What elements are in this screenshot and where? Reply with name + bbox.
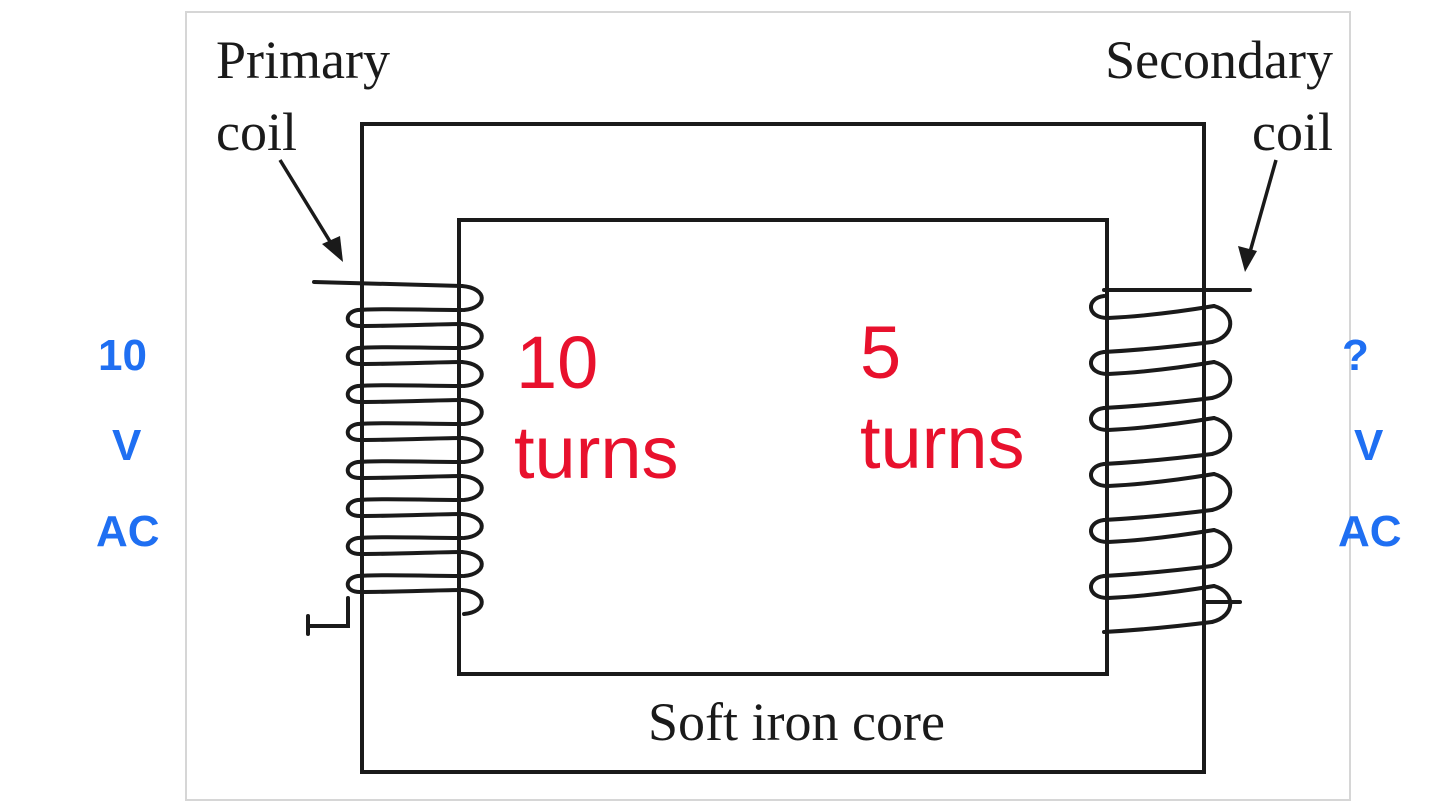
primary-coil-turn-back — [358, 550, 464, 556]
primary-coil-turn-front — [356, 345, 464, 350]
primary-voltage-type: AC — [96, 507, 160, 556]
primary-coil-turn-left — [345, 536, 362, 556]
secondary-coil-turn-right — [1210, 416, 1233, 456]
secondary-coil-turn-left — [1089, 574, 1110, 600]
primary-coil-turn-right — [460, 398, 484, 426]
primary-coil-turn-back — [358, 512, 464, 518]
secondary-coil-turn-front — [1106, 416, 1216, 432]
primary-voltage-value: 10 — [98, 331, 147, 380]
secondary-coil-turn-left — [1089, 406, 1110, 432]
secondary-coil-turn-back — [1102, 396, 1214, 410]
secondary-coil-turn-front — [1106, 304, 1216, 320]
primary-coil-arrow — [278, 159, 343, 262]
primary-coil-turn-right — [460, 360, 484, 388]
primary-coil-turn-left — [345, 308, 362, 328]
secondary-coil-turn-front — [1106, 584, 1216, 600]
secondary-coil-label-line2: coil — [1252, 102, 1333, 162]
secondary-coil-turn-front — [1106, 472, 1216, 488]
secondary-coil-turn-left — [1089, 294, 1110, 320]
secondary-coil-label-line1: Secondary — [1105, 30, 1333, 90]
primary-coil-turn-back — [358, 436, 464, 442]
core-label: Soft iron core — [648, 692, 945, 752]
primary-coil-turn-left — [345, 460, 362, 480]
secondary-voltage-value: ? — [1342, 331, 1369, 380]
primary-coil-turn-back — [358, 398, 464, 404]
secondary-coil-turn-left — [1089, 350, 1110, 376]
primary-coil-turn-right — [460, 512, 484, 540]
primary-coil-turn-back — [358, 322, 464, 328]
primary-turns-value: 10 — [516, 321, 598, 404]
primary-coil-turn-right — [460, 588, 484, 616]
secondary-coil-turn-front — [1106, 528, 1216, 544]
primary-coil-turn-back — [358, 474, 464, 480]
primary-coil-turn-back — [358, 588, 464, 594]
primary-coil-turn-left — [345, 422, 362, 442]
primary-coil-turn-front — [356, 459, 464, 464]
primary-coil-turn-front — [356, 573, 464, 578]
secondary-coil-turn-right — [1210, 360, 1233, 400]
primary-coil-lead-bottom — [306, 596, 350, 628]
primary-coil-turn-left — [345, 498, 362, 518]
primary-coil-turn-right — [460, 550, 484, 578]
primary-voltage-unit: V — [112, 421, 142, 470]
primary-turns-unit: turns — [514, 411, 679, 494]
secondary-coil-turn-left — [1089, 518, 1110, 544]
secondary-turns-value: 5 — [860, 311, 901, 394]
primary-coil-turn-left — [345, 384, 362, 404]
secondary-coil-turn-right — [1210, 472, 1233, 512]
secondary-coil-arrow — [1238, 159, 1278, 272]
primary-coil-turn-front — [356, 383, 464, 388]
primary-coil-turn-right — [460, 436, 484, 464]
secondary-turns-unit: turns — [860, 401, 1025, 484]
secondary-voltage-type: AC — [1338, 507, 1402, 556]
primary-coil-label-line1: Primary — [216, 30, 390, 90]
primary-coil-turn-front — [356, 307, 464, 312]
core-outer-edge — [360, 122, 1206, 774]
primary-coil — [306, 280, 484, 636]
secondary-coil-turn-back — [1102, 508, 1214, 522]
secondary-coil-turn-back — [1102, 564, 1214, 578]
primary-coil-turn-left — [345, 346, 362, 366]
primary-coil-turn-right — [460, 474, 484, 502]
secondary-coil-turn-left — [1089, 462, 1110, 488]
secondary-coil-turn-back — [1102, 452, 1214, 466]
primary-coil-turn-left — [345, 574, 362, 594]
secondary-voltage-unit: V — [1354, 421, 1384, 470]
secondary-coil — [1089, 288, 1252, 634]
secondary-coil-turn-right — [1210, 528, 1233, 568]
primary-coil-turn-front — [356, 421, 464, 426]
primary-coil-turn-front — [356, 535, 464, 540]
primary-coil-turn-right — [460, 284, 484, 312]
secondary-coil-turn-back — [1102, 340, 1214, 354]
secondary-coil-turn-back — [1102, 620, 1214, 634]
core-inner-edge — [457, 218, 1109, 676]
primary-coil-turn-back — [358, 360, 464, 366]
primary-coil-turn-front — [356, 497, 464, 502]
primary-coil-lead-top — [312, 280, 464, 288]
secondary-coil-turn-right — [1210, 304, 1233, 344]
secondary-coil-turn-front — [1106, 360, 1216, 376]
primary-coil-label-line2: coil — [216, 102, 297, 162]
primary-coil-turn-right — [460, 322, 484, 350]
